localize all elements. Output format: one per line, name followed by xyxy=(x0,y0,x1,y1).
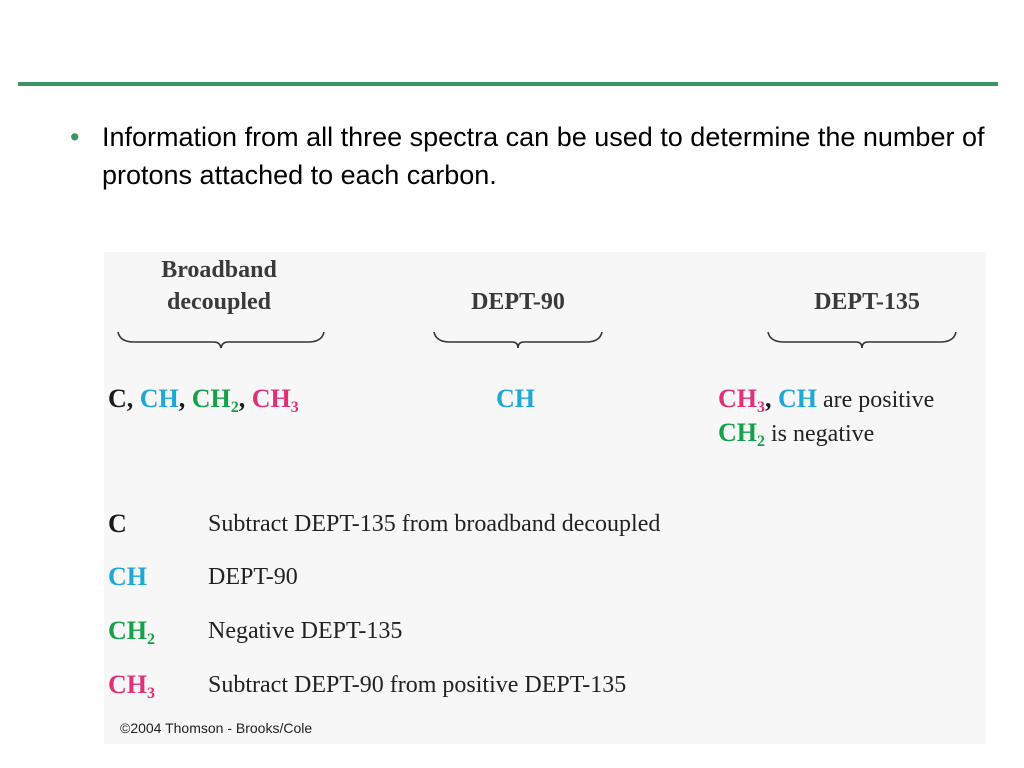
dept135-negative-text: is negative xyxy=(765,421,875,447)
brace-broadband xyxy=(117,331,325,349)
brace-dept90 xyxy=(433,331,603,349)
header-dept90: DEPT-90 xyxy=(471,289,565,315)
header-broadband: Broadband decoupled xyxy=(161,257,277,315)
dept-figure: Broadband decoupled DEPT-90 DEPT-135 C, … xyxy=(104,252,986,744)
method-desc: Negative DEPT-135 xyxy=(208,618,403,644)
header-dept135: DEPT-135 xyxy=(814,289,920,315)
bullet-marker: • xyxy=(70,122,80,152)
formula-ch2: CH2 xyxy=(191,384,239,416)
brace-dept135 xyxy=(767,331,957,349)
copyright-notice: ©2004 Thomson - Brooks/Cole xyxy=(120,720,313,736)
dept135-line1: CH3, CH are positive xyxy=(718,384,935,416)
method-key: CH3 xyxy=(108,670,155,702)
formula-ch3: CH3 xyxy=(251,384,299,416)
dept135-ch: CH xyxy=(778,384,817,413)
formula-ch: CH xyxy=(139,384,179,413)
dept135-positive-text: are positive xyxy=(817,387,935,413)
method-desc: DEPT-90 xyxy=(208,564,298,590)
method-desc: Subtract DEPT-135 from broadband decoupl… xyxy=(208,511,661,537)
dept135-ch3: CH3 xyxy=(718,384,765,416)
method-key: CH xyxy=(108,562,147,591)
dept90-formula: CH xyxy=(496,384,535,413)
dept135-line2: CH2 is negative xyxy=(718,416,874,451)
dept135-ch2: CH2 xyxy=(718,418,765,450)
method-desc: Subtract DEPT-90 from positive DEPT-135 xyxy=(208,672,627,698)
title-divider xyxy=(18,82,998,86)
method-key: C xyxy=(108,509,127,538)
method-key: CH2 xyxy=(108,616,155,648)
formula-c: C xyxy=(108,384,127,413)
broadband-formula: C, CH, CH2, CH3 xyxy=(108,384,299,416)
bullet-text: Information from all three spectra can b… xyxy=(102,122,985,190)
